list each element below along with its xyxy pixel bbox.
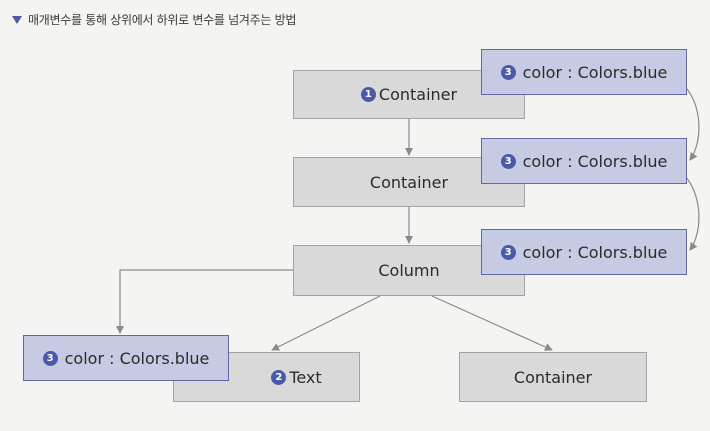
prop-label: color : Colors.blue xyxy=(522,151,668,171)
node-label: Container xyxy=(513,367,593,387)
node-container-3: Container xyxy=(459,352,647,402)
prop-label: color : Colors.blue xyxy=(522,242,668,262)
triangle-bullet-icon xyxy=(12,15,22,24)
node-label: Text xyxy=(289,367,322,387)
prop-color-4: 3 color : Colors.blue xyxy=(23,335,229,381)
node-label: Container xyxy=(369,172,449,192)
arrow-column-to-container3 xyxy=(431,295,553,351)
step-badge: 2 xyxy=(271,369,287,385)
prop-color-2: 3 color : Colors.blue xyxy=(481,138,687,184)
diagram-heading: 매개변수를 통해 상위에서 하위로 변수를 넘겨주는 방법 xyxy=(12,11,296,28)
arrow-column-to-text xyxy=(271,295,381,351)
node-label: Container xyxy=(378,85,458,104)
prop-label: color : Colors.blue xyxy=(64,348,210,368)
step-badge: 3 xyxy=(500,244,516,260)
step-badge: 3 xyxy=(42,350,58,366)
step-badge: 1 xyxy=(360,87,376,102)
node-label: Column xyxy=(378,261,440,280)
prop-label: color : Colors.blue xyxy=(522,62,668,82)
step-badge: 3 xyxy=(500,64,516,80)
step-badge: 3 xyxy=(500,153,516,169)
heading-text: 매개변수를 통해 상위에서 하위로 변수를 넘겨주는 방법 xyxy=(28,13,297,27)
prop-color-3: 3 color : Colors.blue xyxy=(481,229,687,275)
prop-color-1: 3 color : Colors.blue xyxy=(481,49,687,95)
arrow-column-to-prop4 xyxy=(116,269,293,334)
